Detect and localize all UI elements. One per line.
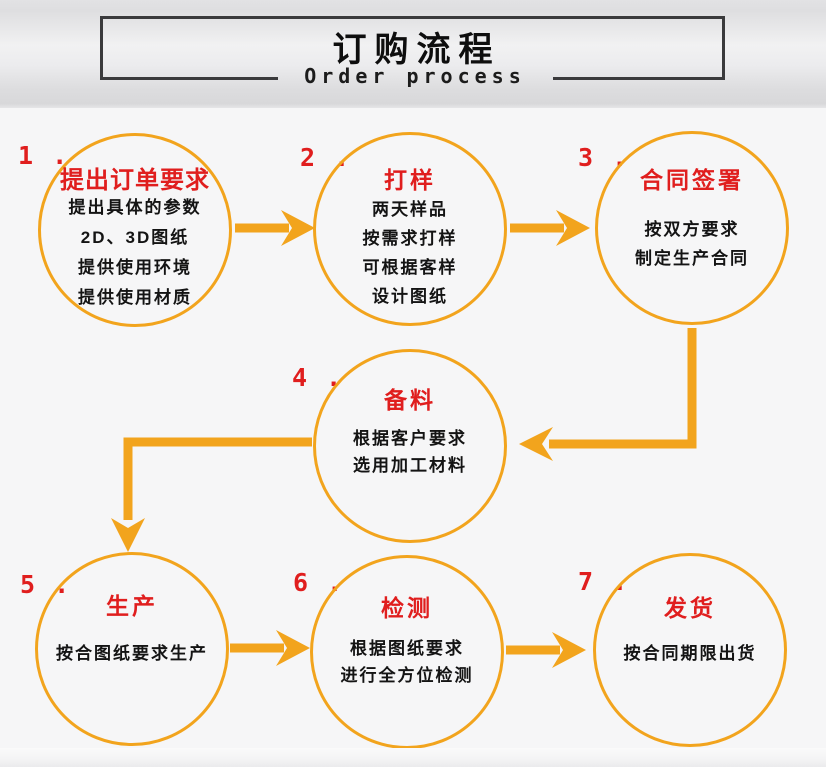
step-circle-1: 提出订单要求 提出具体的参数 2D、3D图纸 提供使用环境 提供使用材质 <box>38 133 232 327</box>
step-circle-7: 发货 按合同期限出货 <box>593 553 787 747</box>
arrow-step6-to-step7-icon <box>506 632 586 668</box>
step-detail-line: 两天样品 <box>372 200 448 219</box>
footer-band <box>0 748 826 767</box>
step-circle-5: 生产 按合图纸要求生产 <box>35 552 229 746</box>
step-5-title: 生产 <box>106 593 158 619</box>
step-detail-line: 提供使用环境 <box>78 258 192 277</box>
step-detail-line: 按合同期限出货 <box>623 644 757 663</box>
arrow-step1-to-step2-icon <box>235 210 315 246</box>
step-3-details: 按双方要求 制定生产合同 <box>598 215 786 273</box>
step-detail-line: 提出具体的参数 <box>68 198 202 217</box>
step-4-details: 根据客户要求 选用加工材料 <box>316 425 504 479</box>
step-6-title: 检测 <box>381 595 433 621</box>
step-detail-line: 可根据客样 <box>362 258 458 277</box>
step-1-title: 提出订单要求 <box>60 167 210 194</box>
step-detail-line: 2D、3D图纸 <box>80 228 190 247</box>
step-7-details: 按合同期限出货 <box>596 640 784 668</box>
step-detail-line: 按双方要求 <box>644 220 740 239</box>
title-box <box>100 16 725 80</box>
page-title: 订购流程 <box>332 32 501 69</box>
step-circle-4: 备料 根据客户要求 选用加工材料 <box>313 349 507 543</box>
step-7-title: 发货 <box>664 595 716 621</box>
step-circle-2: 打样 两天样品 按需求打样 可根据客样 设计图纸 <box>313 132 507 326</box>
arrow-step2-to-step3-icon <box>510 210 590 246</box>
arrow-step5-to-step6-icon <box>230 630 310 666</box>
step-5-details: 按合图纸要求生产 <box>38 640 226 668</box>
step-detail-line: 进行全方位检测 <box>340 666 474 685</box>
step-circle-6: 检测 根据图纸要求 进行全方位检测 <box>310 555 504 749</box>
step-3-title: 合同签署 <box>640 167 744 193</box>
step-1-details: 提出具体的参数 2D、3D图纸 提供使用环境 提供使用材质 <box>41 193 229 313</box>
step-detail-line: 根据客户要求 <box>353 429 467 448</box>
step-2-title: 打样 <box>384 167 436 193</box>
step-2-details: 两天样品 按需求打样 可根据客样 设计图纸 <box>316 195 504 311</box>
title-box-border-left <box>100 77 278 80</box>
step-detail-line: 按合图纸要求生产 <box>56 644 208 663</box>
step-number-1: 1 . <box>18 141 70 170</box>
arrow-step4-to-step5-icon <box>111 437 312 552</box>
step-6-details: 根据图纸要求 进行全方位检测 <box>313 635 501 689</box>
step-detail-line: 提供使用材质 <box>78 288 192 307</box>
step-detail-line: 制定生产合同 <box>635 249 749 268</box>
step-circle-3: 合同签署 按双方要求 制定生产合同 <box>595 131 789 325</box>
arrow-step3-to-step4-icon <box>519 328 697 461</box>
title-box-border-right <box>553 77 725 80</box>
step-4-title: 备料 <box>384 387 436 413</box>
page-subtitle: Order process <box>304 64 526 88</box>
step-detail-line: 根据图纸要求 <box>350 639 464 658</box>
step-detail-line: 设计图纸 <box>372 287 448 306</box>
step-detail-line: 选用加工材料 <box>353 456 467 475</box>
step-detail-line: 按需求打样 <box>362 229 458 248</box>
